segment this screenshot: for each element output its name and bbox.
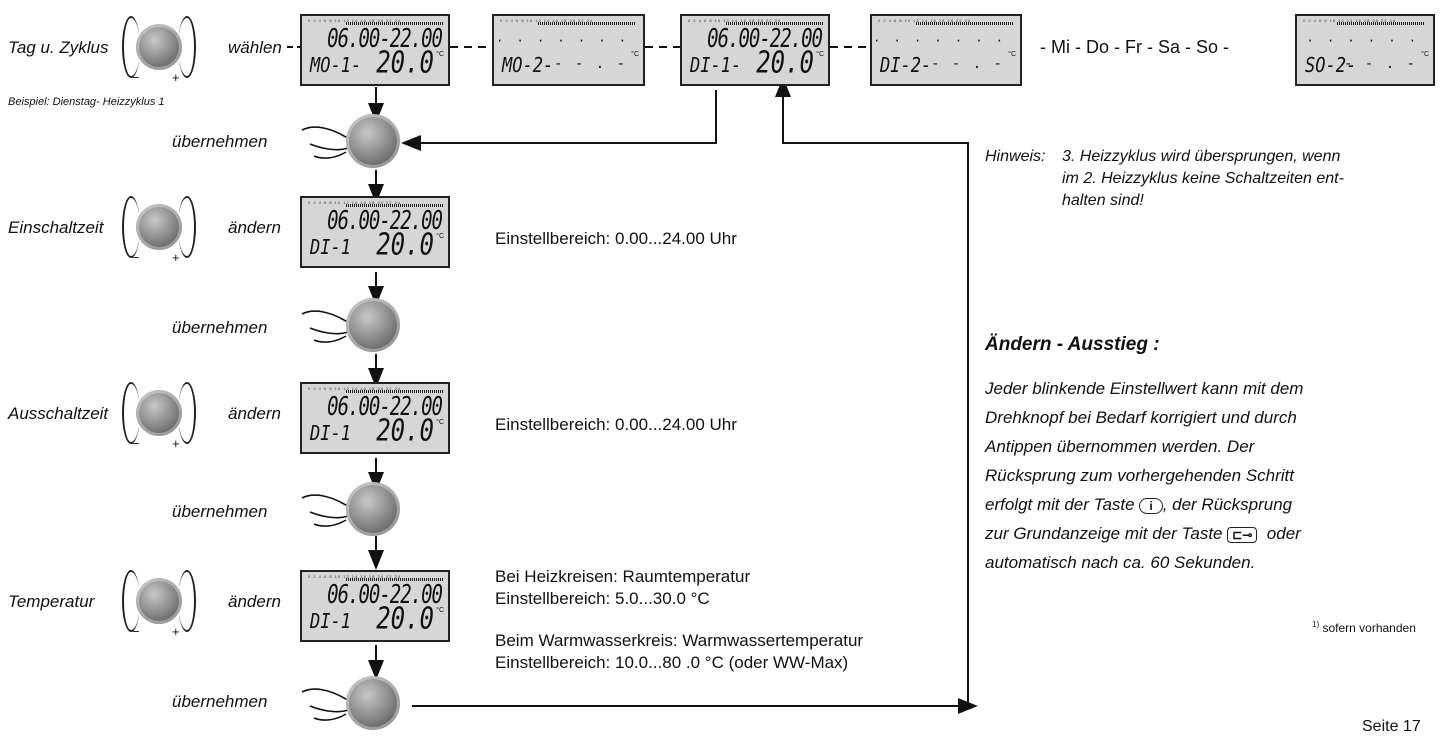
confirm-label: übernehmen — [172, 132, 267, 152]
home-key-icon: ⊏⊸ — [1227, 527, 1257, 543]
note-label: Hinweis: — [985, 148, 1045, 165]
confirm-label: übernehmen — [172, 692, 267, 712]
temp-water-circuit: Beim Warmwasserkreis: Warmwassertemperat… — [495, 630, 863, 652]
rotary-knob[interactable]: −+ — [128, 198, 190, 260]
knob-icon — [136, 390, 182, 436]
temp-water-range: Einstellbereich: 10.0...80 .0 °C (oder W… — [495, 652, 848, 674]
lcd-display-temperature: 0 2 4 6 8 10 12 14 16 18 20 22 24 06.00-… — [300, 570, 450, 642]
footnote: 1) sofern vorhanden — [1312, 620, 1416, 635]
day-cycle-label: Tag u. Zyklus — [8, 38, 108, 58]
exit-title: Ändern - Ausstieg : — [985, 334, 1160, 356]
confirm-label: übernehmen — [172, 318, 267, 338]
lcd-display-mo-1: 0 2 4 6 8 10 12 14 16 18 20 22 24 06.00-… — [300, 14, 450, 86]
on-time-range: Einstellbereich: 0.00...24.00 Uhr — [495, 228, 737, 250]
press-knob-button[interactable] — [300, 676, 400, 732]
weekday-sequence: - Mi - Do - Fr - Sa - So - — [1040, 36, 1229, 58]
change-label: ändern — [228, 404, 281, 424]
lcd-display-off-time: 0 2 4 6 8 10 12 14 16 18 20 22 24 06.00-… — [300, 382, 450, 454]
temp-heating-range: Einstellbereich: 5.0...30.0 °C — [495, 588, 710, 610]
change-label: ändern — [228, 218, 281, 238]
press-knob-button[interactable] — [300, 114, 400, 170]
off-time-label: Ausschaltzeit — [8, 404, 108, 424]
knob-icon — [136, 578, 182, 624]
knob-icon — [136, 204, 182, 250]
on-time-label: Einschaltzeit — [8, 218, 103, 238]
info-key-icon: i — [1139, 498, 1162, 514]
example-caption: Beispiel: Dienstag- Heizzyklus 1 — [8, 96, 165, 108]
rotary-knob[interactable]: −+ — [128, 18, 190, 80]
note-block: Hinweis: — [985, 146, 1045, 168]
temperature-label: Temperatur — [8, 592, 94, 612]
page-number: Seite 17 — [1362, 718, 1421, 736]
note-text: 3. Heizzyklus wird übersprungen, wenn im… — [1062, 146, 1344, 212]
lcd-display-di-2: 0 2 4 6 8 10 12 14 16 18 20 22 24 · · · … — [870, 14, 1022, 86]
knob-icon — [136, 24, 182, 70]
lcd-display-mo-2: 0 2 4 6 8 10 12 14 16 18 20 22 24 · · · … — [492, 14, 645, 86]
press-knob-button[interactable] — [300, 298, 400, 354]
rotary-knob[interactable]: −+ — [128, 384, 190, 446]
select-label: wählen — [228, 38, 282, 58]
confirm-label: übernehmen — [172, 502, 267, 522]
change-label: ändern — [228, 592, 281, 612]
off-time-range: Einstellbereich: 0.00...24.00 Uhr — [495, 414, 737, 436]
lcd-display-on-time: 0 2 4 6 8 10 12 14 16 18 20 22 24 06.00-… — [300, 196, 450, 268]
rotary-knob[interactable]: −+ — [128, 572, 190, 634]
temp-heating-circuit: Bei Heizkreisen: Raumtemperatur — [495, 566, 750, 588]
lcd-display-so-2: 0 2 4 6 8 10 12 14 16 18 20 22 24 · · · … — [1295, 14, 1435, 86]
lcd-display-di-1: 0 2 4 6 8 10 12 14 16 18 20 22 24 06.00-… — [680, 14, 830, 86]
exit-text: Jeder blinkende Einstellwert kann mit de… — [985, 374, 1435, 577]
press-knob-button[interactable] — [300, 482, 400, 538]
